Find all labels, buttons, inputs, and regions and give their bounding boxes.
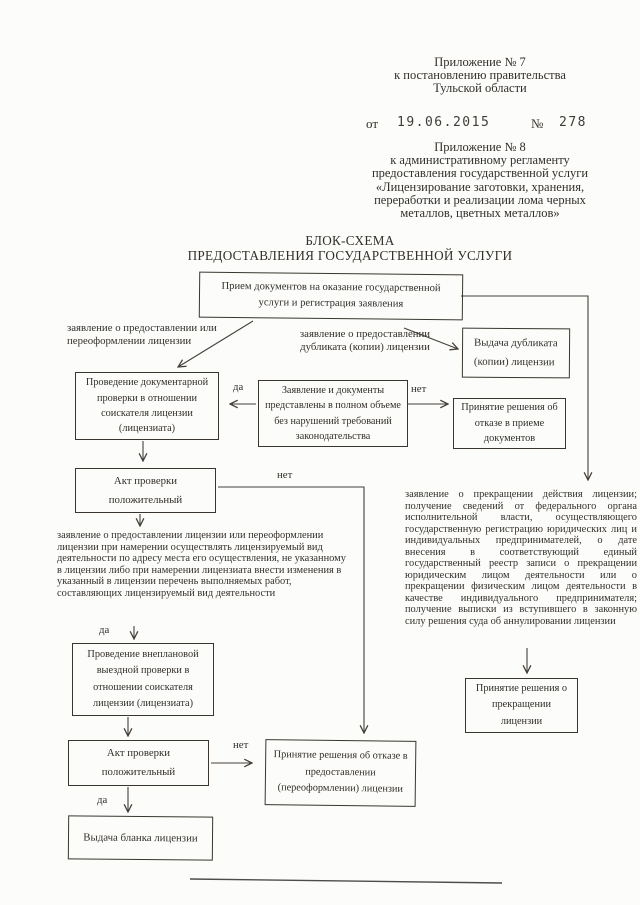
edge-label-da: да (99, 624, 110, 636)
flowchart-title: БЛОК-СХЕМА ПРЕДОСТАВЛЕНИЯ ГОСУДАРСТВЕННО… (60, 233, 640, 263)
date-from-label: от (366, 116, 379, 131)
flow-box-label: Проведение документарной проверки в отно… (85, 377, 209, 435)
header-line: Тульской области (433, 81, 527, 96)
edge-label-dublikat: заявление о предоставлении дубликата (ко… (299, 328, 431, 353)
header-line: Приложение № 8 (434, 140, 526, 154)
note-right-prekrashchenie-conditions: заявление о прекращении действия лицензи… (405, 489, 637, 627)
number-sign: № (531, 116, 544, 131)
date-number-line: от 19.06.2015 № 278 (0, 115, 640, 133)
edge-label-net: нет (411, 383, 427, 395)
flow-box-akt-proverki-1: Акт проверки положительный (75, 468, 216, 513)
flow-box-vydacha-dublikata: Выдача дубликата (копии) лицензии (461, 327, 571, 379)
flow-box-vydacha-blanka: Выдача бланка лицензии (67, 815, 214, 861)
appendix-8-header: Приложение № 8 к административному регла… (323, 140, 637, 221)
flow-box-label: Акт проверки положительный (108, 474, 183, 506)
edge-label-net: нет (233, 739, 249, 751)
flow-box-prekrashchenie-licenzii: Принятие решения о прекращении лицензии (465, 678, 578, 733)
header-line: предоставления государственной услуги (371, 166, 589, 181)
edge-label-da: да (233, 381, 244, 393)
title-line: БЛОК-СХЕМА (305, 233, 395, 248)
flow-box-label: Прием документов на оказание государстве… (221, 280, 441, 310)
title-line: ПРЕДОСТАВЛЕНИЯ ГОСУДАРСТВЕННОЙ УСЛУГИ (187, 247, 513, 263)
header-line: к административному регламенту (390, 153, 570, 168)
flow-box-label: Принятие решения о прекращении лицензии (475, 682, 568, 727)
flow-box-priem-dokumentov: Прием документов на оказание государстве… (198, 271, 464, 321)
header-line: металлов, цветных металлов» (400, 206, 560, 221)
flow-box-vneplanovaya-proverka: Проведение внеплановой выездной проверки… (72, 643, 214, 716)
header-line: к постановлению правительства (394, 68, 566, 83)
note-left-zayavlenie-conditions: заявление о предоставлении лицензии или … (57, 530, 346, 599)
flow-box-label: Проведение внеплановой выездной проверки… (87, 648, 199, 709)
header-line: переработки и реализации лома черных (374, 192, 586, 207)
edge-label-net: нет (277, 469, 293, 481)
header-line: «Лицензирование заготовки, хранения, (375, 179, 585, 194)
flow-box-label: Принятие решения об отказе в приеме доку… (461, 402, 558, 445)
flow-box-otkaz-v-prieme: Принятие решения об отказе в приеме доку… (453, 398, 566, 449)
flow-box-label: Выдача дубликата (копии) лицензии (473, 336, 558, 369)
appendix-7-header: Приложение № 7 к постановлению правитель… (330, 55, 630, 96)
stamp-number: 278 (559, 115, 587, 130)
flow-box-label: Акт проверки положительный (101, 747, 176, 778)
flow-box-akt-proverki-2: Акт проверки положительный (68, 740, 209, 786)
header-line: Приложение № 7 (434, 55, 526, 69)
flow-box-otkaz-v-predostavlenii: Принятие решения об отказе в предоставле… (264, 739, 417, 807)
flow-box-label: Принятие решения об отказе в предоставле… (273, 749, 408, 795)
edge-label-pereoformlenie: заявление о предоставлении или переоформ… (67, 322, 217, 347)
flow-box-zayavlenie-dokumenty: Заявление и документы представлены в пол… (258, 380, 408, 447)
flow-box-dokumentarnaya-proverka: Проведение документарной проверки в отно… (75, 372, 219, 440)
flow-box-label: Выдача бланка лицензии (83, 831, 198, 845)
stamp-date: 19.06.2015 (397, 115, 491, 130)
flow-box-label: Заявление и документы представлены в пол… (265, 384, 401, 442)
edge-label-da: да (97, 794, 108, 806)
